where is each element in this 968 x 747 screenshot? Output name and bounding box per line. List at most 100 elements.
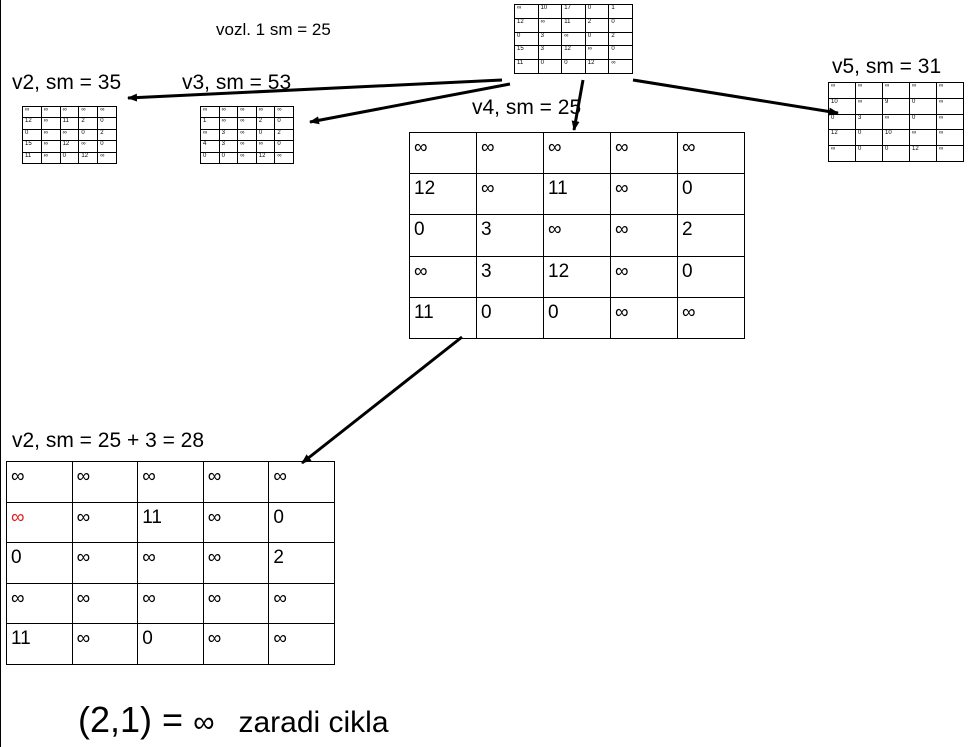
matrix-cell: 10 <box>828 97 856 115</box>
matrix-cell: ∞ <box>71 582 139 625</box>
matrix-cell: 11 <box>543 173 611 216</box>
matrix-cell: 17 <box>561 4 586 19</box>
matrix-cell: ∞ <box>59 128 80 142</box>
matrix-row: 0∞∞∞2 <box>6 542 335 584</box>
matrix-cell: ∞ <box>40 151 61 165</box>
matrix-cell: ∞ <box>78 105 99 119</box>
matrix-cell: 2 <box>274 128 294 142</box>
matrix-cell: 0 <box>22 128 42 142</box>
matrix-cell: ∞ <box>97 105 117 119</box>
edge-root-v3 <box>309 82 511 125</box>
matrix-cell: ∞ <box>6 582 73 625</box>
matrix-cell: 0 <box>274 140 294 153</box>
matrix-cell: ∞ <box>59 105 80 119</box>
matrix-cell: ∞ <box>409 255 477 298</box>
matrix-cell: 3 <box>476 255 544 298</box>
matrix-cell: ∞ <box>202 501 270 544</box>
matrix-cell: 1 <box>200 117 220 130</box>
matrix-cell: ∞ <box>202 623 270 665</box>
matrix-cell: 2 <box>268 542 335 584</box>
matrix-cell: 0 <box>855 145 883 162</box>
v2b-label: v2, sm = 25 + 3 = 28 <box>12 429 205 452</box>
matrix-cell: 0 <box>584 4 610 19</box>
matrix-cell: 11 <box>137 501 204 544</box>
conclusion-prefix: (2,1) = <box>78 699 194 740</box>
matrix-cell: ∞ <box>610 296 678 340</box>
matrix-cell: ∞ <box>268 582 335 625</box>
matrix-cell: ∞ <box>936 145 964 162</box>
matrix-cell: 0 <box>909 97 937 115</box>
matrix-cell: ∞ <box>882 82 910 99</box>
v3-label: v3, sm = 53 <box>182 71 292 94</box>
matrix-cell: 0 <box>537 59 563 74</box>
matrix-cell: ∞ <box>610 255 678 298</box>
matrix-row: ∞∞∞∞∞ <box>6 582 335 625</box>
matrix-cell: ∞ <box>828 145 856 162</box>
matrix-cell: ∞ <box>255 105 276 119</box>
matrix-cell: ∞ <box>237 151 257 165</box>
matrix-cell: 0 <box>137 623 204 665</box>
matrix-cell: 12 <box>561 45 586 61</box>
matrix-cell: ∞ <box>610 131 678 175</box>
matrix-cell: 0 <box>218 151 239 165</box>
matrix-cell: ∞ <box>909 129 937 147</box>
matrix-cell: 2 <box>608 31 633 47</box>
matrix-cell: ∞ <box>137 461 204 503</box>
matrix-cell: 3 <box>537 45 563 61</box>
matrix-cell: 0 <box>409 214 477 257</box>
matrix-cell: 0 <box>608 45 633 61</box>
matrix-cell: ∞ <box>936 82 964 99</box>
matrix-cell: 0 <box>882 145 910 162</box>
matrix-cell: 11 <box>59 117 80 130</box>
matrix-cell: 10 <box>882 129 910 147</box>
edge-root-v2 <box>127 78 503 102</box>
matrix-cell: 12 <box>255 151 276 165</box>
v2-label: v2, sm = 35 <box>12 71 122 94</box>
matrix-cell: 2 <box>78 117 99 130</box>
matrix-cell: ∞ <box>274 105 294 119</box>
matrix-cell: 2 <box>255 117 276 130</box>
matrix-row: ∞∞∞∞∞ <box>6 461 335 503</box>
matrix-cell: ∞ <box>476 173 544 216</box>
matrix-cell: 3 <box>218 128 239 142</box>
matrix-cell: ∞ <box>274 151 294 165</box>
matrix-cell: 2 <box>677 214 745 257</box>
matrix-cell: 12 <box>909 145 937 162</box>
matrix-cell: ∞ <box>202 582 270 625</box>
matrix-cell: 0 <box>59 151 80 165</box>
matrix-cell: ∞ <box>6 501 73 544</box>
conclusion-infinity-symbol: ∞ <box>193 706 215 739</box>
matrix-cell: ∞ <box>200 128 220 142</box>
matrix-cell: 0 <box>97 117 117 130</box>
matrix-cell: ∞ <box>218 105 239 119</box>
matrix-cell: 15 <box>22 140 42 153</box>
matrix-cell: ∞ <box>268 461 335 503</box>
matrix-cell: ∞ <box>200 105 220 119</box>
matrix-cell: ∞ <box>936 113 964 131</box>
matrix-cell: ∞ <box>514 4 539 19</box>
matrix-cell: 3 <box>218 140 239 153</box>
root-label: vozl. 1 sm = 25 <box>216 20 331 39</box>
matrix-cell: ∞ <box>476 131 544 175</box>
v5-label: v5, sm = 31 <box>832 55 942 78</box>
conclusion: (2,1) = ∞zaradi cikla <box>78 702 389 738</box>
matrix-cell: 0 <box>561 59 586 74</box>
matrix-cell: 12 <box>409 173 477 216</box>
matrix-cell: ∞ <box>610 173 678 216</box>
matrix-cell: ∞ <box>71 501 139 544</box>
matrix-row: ∞∞∞∞∞ <box>200 105 294 119</box>
matrix-cell: 12 <box>828 129 856 147</box>
matrix-cell: 11 <box>561 17 586 33</box>
matrix-cell: ∞ <box>218 117 239 130</box>
matrix-cell: 0 <box>608 17 633 33</box>
